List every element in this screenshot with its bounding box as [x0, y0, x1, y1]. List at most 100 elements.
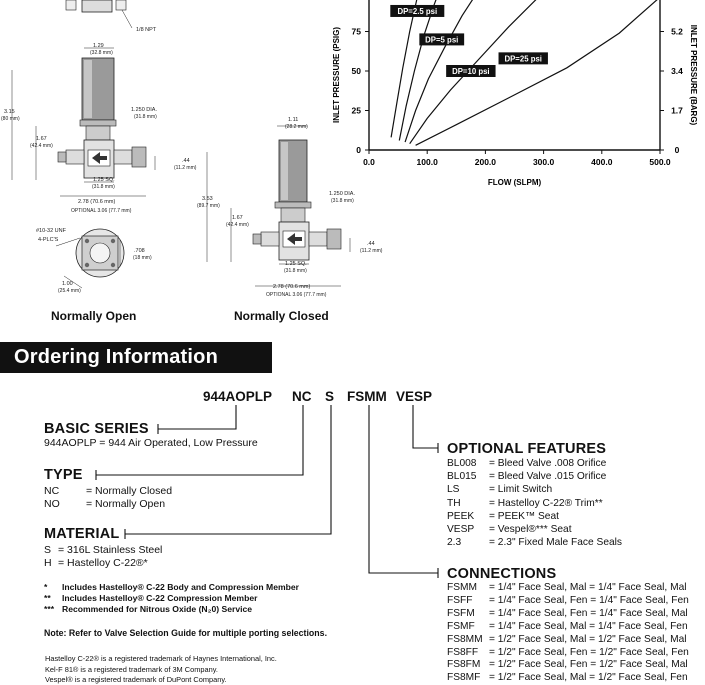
connection-code: FSFM	[447, 607, 475, 619]
connection-code: FS8MF	[447, 672, 481, 684]
open-width-top-mm: (32.8 mm)	[90, 50, 113, 56]
connection-item: FSFM = 1/4" Face Seal, Fen = 1/4" Face Se…	[447, 608, 705, 621]
normally-closed-drawing	[206, 125, 351, 287]
material-desc: = 316L Stainless Steel	[58, 544, 163, 556]
series-line	[404, 0, 474, 143]
y-tick-label: 25	[352, 106, 362, 116]
type-item-no: NO= Normally Open	[44, 498, 165, 510]
code-series: 944AOPLP	[203, 389, 273, 404]
series-line	[398, 0, 437, 141]
porting-note: Note: Refer to Valve Selection Guide for…	[44, 628, 328, 638]
material-item-s: S = 316L Stainless Steel	[44, 544, 162, 556]
option-desc: = Limit Switch	[489, 484, 553, 496]
series-label-box	[390, 4, 445, 17]
type-title: TYPE	[44, 467, 83, 483]
material-code: H	[44, 557, 52, 569]
footnote-mark: **	[44, 593, 51, 603]
connection-desc: = 1/4" Face Seal, Mal = 1/4" Face Seal, …	[489, 582, 687, 593]
closed-optional: OPTIONAL 3.06 (77.7 mm)	[266, 292, 327, 298]
series-label: DP=2.5 psi	[397, 7, 437, 16]
open-sq: 1.25 SQ.	[93, 177, 115, 183]
code-connection: FSMM	[347, 389, 387, 404]
connection-desc: = 1/2" Face Seal, Fen = 1/2" Face Seal, …	[489, 646, 689, 658]
footnote-mark: *	[44, 582, 48, 592]
option-desc: = Hastelloy C-22® Trim**	[489, 497, 603, 509]
y-tick-label: 75	[352, 27, 362, 37]
closed-height-mm: (89.7 mm)	[197, 203, 220, 209]
open-mid-height-mm: (42.4 mm)	[30, 143, 53, 149]
closed-length: 2.78 (70.6 mm)	[273, 284, 311, 290]
ordering-banner-title: Ordering Information	[14, 346, 218, 368]
option-code: BL008	[447, 458, 477, 469]
closed-offset: .44	[367, 241, 375, 247]
closed-sq: 1.25 SQ.	[285, 261, 307, 267]
series-label-box	[446, 65, 496, 77]
connections-list: FSMM= 1/4" Face Seal, Mal = 1/4" Face Se…	[447, 582, 705, 685]
connection-desc: = 1/4" Face Seal, Mal = 1/4" Face Seal, …	[489, 620, 688, 632]
series-label: DP=5 psi	[425, 35, 458, 44]
option-code: LS	[447, 484, 460, 496]
open-dia-mm: (31.8 mm)	[134, 114, 157, 120]
open-diam-bottom-mm: (25.4 mm)	[58, 288, 81, 294]
connection-desc: = 1/2" Face Seal, Mal = 1/2" Face Seal, …	[489, 672, 688, 684]
code-optional: VESP	[396, 389, 433, 404]
open-mid-height: 1.67	[36, 136, 47, 142]
series-label: DP=25 psi	[504, 54, 542, 63]
y2-tick-label: 3.4	[671, 66, 683, 76]
open-bolt-mm: (18 mm)	[133, 255, 152, 261]
connection-desc: = 1/4" Face Seal, Fen = 1/4" Face Seal, …	[489, 607, 688, 619]
trademark-line: Hastelloy C-22® is a registered trademar…	[45, 654, 277, 663]
open-thread: #10-32 UNF	[36, 228, 66, 234]
footnote: ** Includes Hastelloy® C-22 Compression M…	[44, 593, 257, 603]
x-tick-label: 100.0	[417, 157, 439, 167]
connection-item: FS8FF= 1/2" Face Seal, Fen = 1/2" Face S…	[447, 647, 705, 660]
trademark-line: Vespel® is a registered trademark of DuP…	[45, 675, 227, 684]
closed-width-top-mm: (28.2 mm)	[285, 124, 308, 130]
footnote-text: Includes Hastelloy® C-22 Compression Mem…	[62, 593, 258, 603]
x-tick-label: 300.0	[533, 157, 555, 167]
y2-tick-label: 1.7	[671, 106, 683, 116]
option-item: BL008 = Bleed Valve .008 Orifice	[447, 457, 622, 470]
option-code: VESP	[447, 524, 475, 536]
option-desc: = 2.3" Fixed Male Face Seals	[489, 537, 623, 549]
y-axis-label: INLET PRESSURE (PSIG)	[332, 27, 341, 123]
option-code: BL015	[447, 471, 477, 483]
type-code: NC	[44, 485, 60, 497]
type-item-nc: NC= Normally Closed	[44, 485, 172, 497]
series-label-box	[498, 52, 548, 65]
connection-desc: = 1/2" Face Seal, Mal = 1/2" Face Seal, …	[489, 633, 687, 645]
closed-width-top: 1.11	[288, 117, 299, 123]
basic-series-line: 944AOPLP = 944 Air Operated, Low Pressur…	[44, 437, 258, 449]
connections-title: CONNECTIONS	[447, 566, 557, 582]
material-desc: = Hastelloy C-22®*	[58, 557, 148, 569]
footnote: ***Recommended for Nitrous Oxide (N₂0) S…	[44, 604, 252, 614]
option-desc: = Bleed Valve .008 Orifice	[489, 458, 607, 469]
series-line	[390, 0, 418, 138]
open-diam-bottom: 1.00	[62, 281, 73, 287]
footnote-text: Recommended for Nitrous Oxide (N₂0) Serv…	[62, 604, 253, 614]
option-code: PEEK	[447, 510, 475, 522]
option-desc: = Bleed Valve .015 Orifice	[489, 471, 607, 483]
option-item: BL015 = Bleed Valve .015 Orifice	[447, 470, 622, 483]
x-axis-label: FLOW (SLPM)	[488, 178, 542, 187]
footnote-text: Includes Hastelloy® C-22 Body and Compre…	[62, 582, 299, 592]
optional-features-list: BL008 = Bleed Valve .008 Orifice BL015 = B…	[447, 457, 622, 549]
option-item: LS = Limit Switch	[447, 483, 622, 496]
optional-features-title: OPTIONAL FEATURES	[447, 441, 607, 457]
caption-normally-open: Normally Open	[51, 309, 137, 323]
option-item: PEEK= PEEK™ Seat	[447, 510, 622, 523]
open-height-mm: (80 mm)	[1, 116, 20, 122]
connection-item: FS8MM= 1/2" Face Seal, Mal = 1/2" Face S…	[447, 634, 705, 647]
y2-axis-label: INLET PRESSURE (BARG)	[689, 25, 698, 126]
closed-mid-height: 1.67	[232, 215, 243, 221]
ordering-banner: Ordering Information	[0, 342, 272, 373]
material-code: S	[44, 544, 52, 556]
x-tick-label: 400.0	[591, 157, 613, 167]
npt-label: 1/8 NPT	[136, 27, 157, 33]
open-offset-mm: (11.2 mm)	[174, 165, 197, 171]
x-tick-label: 0.0	[363, 157, 375, 167]
closed-height: 3.53	[202, 196, 213, 202]
series-line	[415, 0, 658, 146]
y2-tick-label: 0	[675, 145, 680, 155]
